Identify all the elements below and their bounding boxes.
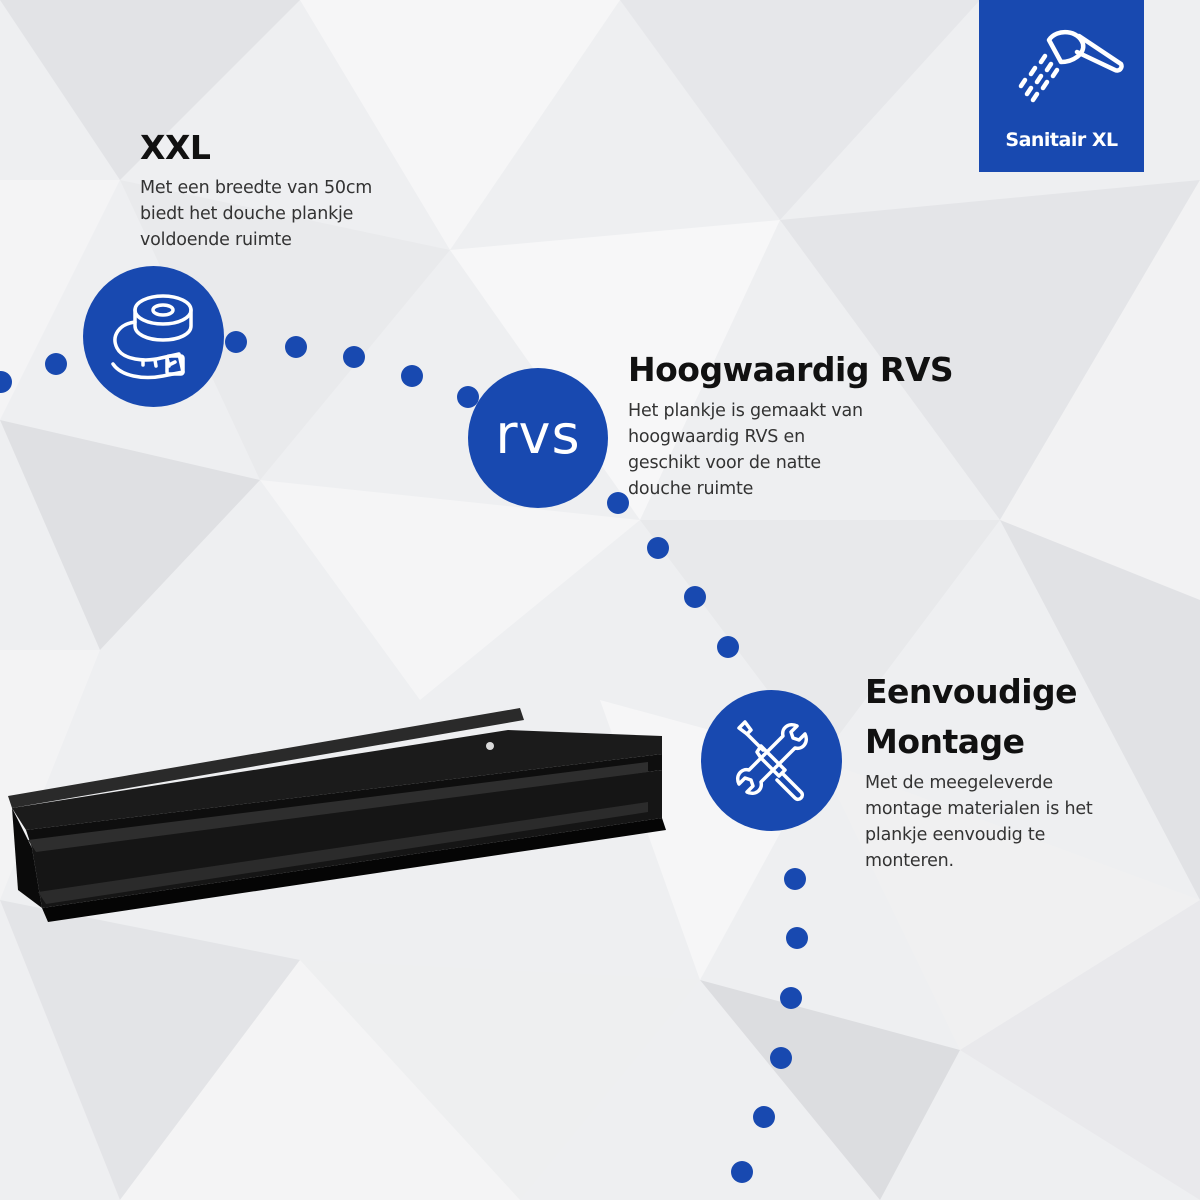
tools-circle	[701, 690, 842, 831]
rvs-icon: rvs	[495, 402, 581, 466]
feature-rvs-description-line: hoogwaardig RVS en	[628, 427, 806, 447]
measuring-tape-circle	[83, 266, 224, 407]
feature-xxl-description-line: Met een breedte van 50cm	[140, 178, 373, 198]
brand-name: Sanitair XL	[1005, 129, 1118, 151]
shower-head-icon	[1018, 30, 1124, 103]
feature-xxl-description-line: voldoende ruimte	[140, 230, 292, 250]
measuring-tape-icon	[111, 294, 193, 380]
feature-montage-description-line: plankje eenvoudig te	[865, 825, 1046, 845]
feature-rvs-description-line: geschikt voor de natte	[628, 453, 821, 473]
feature-rvs-title: Hoogwaardig RVS	[628, 350, 954, 389]
feature-montage-title-line: Montage	[865, 722, 1025, 761]
feature-rvs-description-line: Het plankje is gemaakt van	[628, 401, 863, 421]
feature-montage-title-line: Eenvoudige	[865, 672, 1078, 711]
rvs-circle: rvs	[468, 368, 608, 508]
feature-xxl-title: XXL	[140, 128, 211, 167]
feature-montage-description-line: monteren.	[865, 851, 954, 871]
black-shower-shelf-image	[8, 708, 666, 922]
feature-rvs-description-line: douche ruimte	[628, 479, 754, 499]
feature-montage-description-line: Met de meegeleverde	[865, 773, 1053, 793]
feature-xxl-description-line: biedt het douche plankje	[140, 204, 354, 224]
wrench-screwdriver-icon	[736, 720, 808, 802]
brand-badge[interactable]: Sanitair XL	[979, 0, 1144, 172]
feature-montage-description-line: montage materialen is het	[865, 799, 1093, 819]
